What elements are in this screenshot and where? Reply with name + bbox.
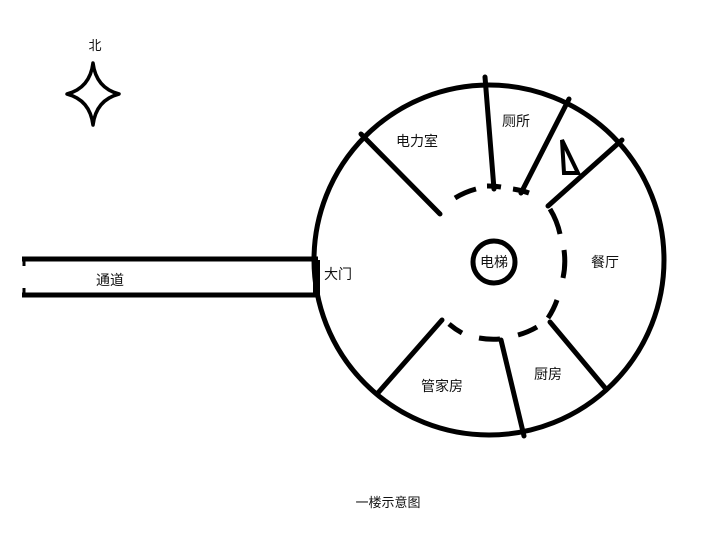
wall-dining-upper <box>545 137 625 209</box>
wall-power-room-upper <box>358 131 443 217</box>
butler-room-label: 管家房 <box>421 378 463 395</box>
diagram-caption: 一楼示意图 <box>355 495 420 511</box>
compass-star-icon <box>65 61 121 127</box>
triangle-marker-icon <box>560 139 582 175</box>
power-room-label: 电力室 <box>396 133 438 150</box>
wall-kitchen-left <box>498 337 527 439</box>
kitchen-label: 厨房 <box>534 367 562 383</box>
elevator-shaft <box>470 238 518 286</box>
partition-walls <box>358 74 625 439</box>
north-label: 北 <box>88 39 101 54</box>
corridor: 通道 <box>22 256 318 298</box>
wall-toilet-left <box>482 74 497 192</box>
main-door-label: 大门 <box>324 267 352 283</box>
wall-kitchen-right <box>547 319 609 392</box>
compass: 北 <box>65 39 121 127</box>
dining-hall-label: 餐厅 <box>591 255 619 271</box>
toilet-label: 厕所 <box>502 114 530 130</box>
main-door <box>313 260 320 296</box>
wall-butler-left <box>374 317 445 397</box>
wall-toilet-right <box>518 96 572 196</box>
corridor-label: 通道 <box>96 273 124 289</box>
elevator-label: 电梯 <box>480 255 508 271</box>
